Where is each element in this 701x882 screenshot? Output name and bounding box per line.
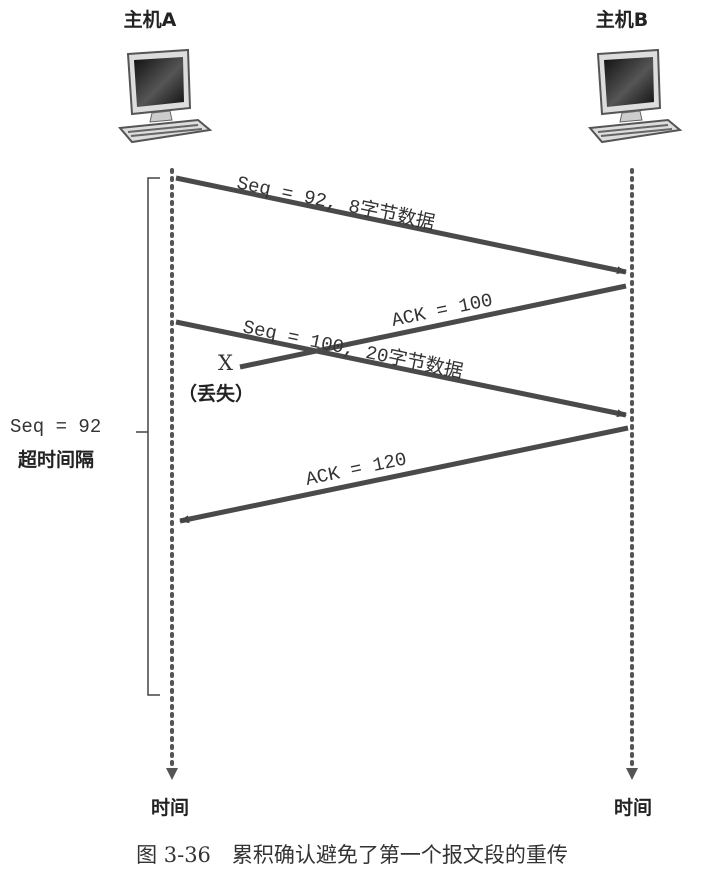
figure-caption: 图 3-36 累积确认避免了第一个报文段的重传 bbox=[136, 843, 568, 867]
seq100-arrow bbox=[175, 319, 627, 418]
loss-label: （丢失） bbox=[178, 382, 254, 405]
timeout-seq: Seq = 92 bbox=[10, 416, 101, 438]
timeline-b-arrow-icon bbox=[626, 768, 638, 780]
seq92-label: Seq = 92, 8字节数据 bbox=[235, 171, 437, 235]
timeout-label: 超时间隔 bbox=[17, 448, 94, 471]
time-label-a: 时间 bbox=[151, 797, 189, 819]
computer-a-icon bbox=[119, 49, 211, 143]
host-b-label: 主机B bbox=[596, 9, 648, 31]
ack100-arrow bbox=[239, 283, 627, 370]
host-a-label: 主机A bbox=[124, 9, 177, 31]
loss-mark: X bbox=[218, 351, 233, 375]
ack120-arrow bbox=[179, 425, 629, 524]
timeline-a-arrow-icon bbox=[166, 768, 178, 780]
timeout-bracket bbox=[136, 177, 160, 696]
seq92-arrow bbox=[175, 175, 627, 275]
time-label-b: 时间 bbox=[614, 797, 652, 819]
computer-b-icon bbox=[589, 49, 681, 143]
